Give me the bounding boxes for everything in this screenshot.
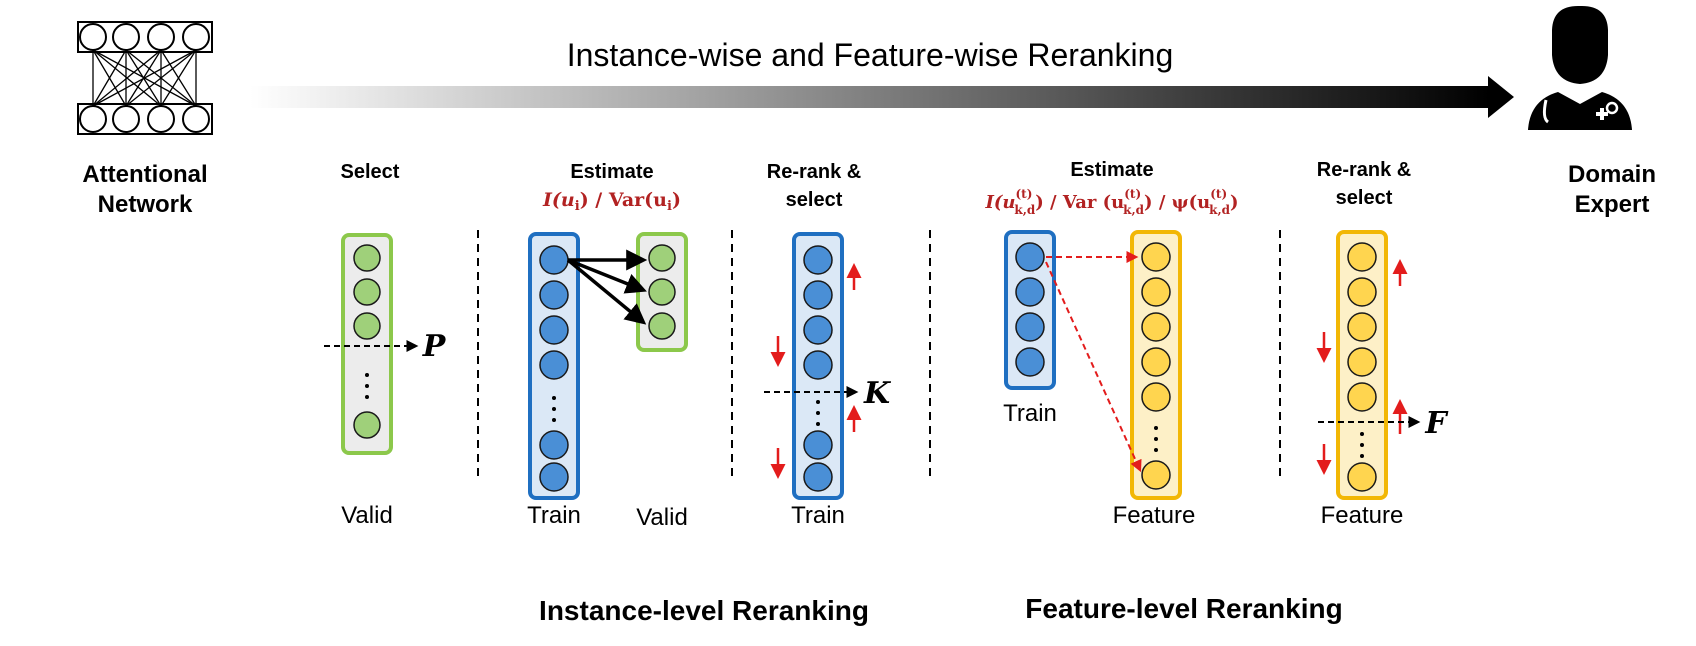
doctor-icon	[1528, 5, 1632, 130]
domain-expert-label-1: Domain	[1568, 161, 1656, 188]
rerank-feature-column	[1336, 230, 1388, 500]
rerank-train-label: Train	[791, 502, 845, 529]
attentional-network-icon	[77, 21, 213, 135]
estimate-feature-title: Estimate	[1070, 159, 1153, 181]
header-title: Instance-wise and Feature-wise Reranking	[567, 37, 1174, 73]
estimate-feature-label: Feature	[1113, 502, 1196, 529]
estimate-instance-formula: I(ui) / Var(ui)	[542, 189, 681, 214]
attentional-network-label-1: Attentional	[82, 161, 207, 188]
estimate-valid-column	[636, 232, 688, 352]
estimate-feature-column	[1130, 230, 1182, 500]
estimate-instance-arrows	[566, 249, 648, 325]
rerank-feature-red-arrows	[1316, 259, 1408, 475]
rerank-train-column	[792, 232, 844, 500]
rerank-feature-title-2: select	[1336, 187, 1393, 209]
symbol-p: P	[422, 329, 447, 364]
estimate-feature-formula: I(u(t)k,d) / Var (u(t)k,d) / ψ(u(t)k,d)	[984, 187, 1238, 217]
rerank-feature-title-1: Re-rank &	[1317, 159, 1411, 181]
symbol-k: K	[863, 376, 892, 411]
estimate-train-label: Train	[527, 502, 581, 529]
instance-level-label: Instance-level Reranking	[539, 595, 869, 626]
gradient-arrow-shaft	[250, 86, 1490, 108]
select-title: Select	[341, 161, 400, 183]
gradient-arrow-head	[1488, 76, 1514, 118]
estimate-feature-train-label: Train	[1003, 400, 1057, 427]
estimate-feature-red-arrows	[1045, 251, 1142, 473]
rerank-instance-title-2: select	[786, 189, 843, 211]
symbol-f: F	[1424, 406, 1449, 441]
estimate-instance-title: Estimate	[570, 161, 653, 183]
select-valid-column	[341, 233, 393, 455]
rerank-instance-title-1: Re-rank &	[767, 161, 861, 183]
rerank-feature-label: Feature	[1321, 502, 1404, 529]
attentional-network-label-2: Network	[98, 191, 193, 218]
rerank-instance-red-arrows	[770, 263, 862, 479]
estimate-train-column	[528, 232, 580, 500]
domain-expert-label-2: Expert	[1575, 191, 1650, 218]
estimate-valid-label: Valid	[636, 504, 688, 531]
select-valid-label: Valid	[341, 502, 393, 529]
estimate-feature-train-column	[1004, 230, 1056, 390]
feature-level-label: Feature-level Reranking	[1025, 593, 1342, 624]
